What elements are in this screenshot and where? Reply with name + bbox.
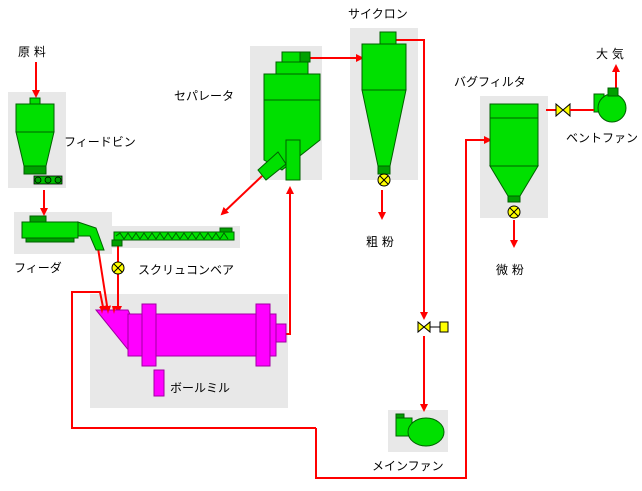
label-feeder: フィーダ	[14, 260, 62, 275]
bag-filter	[489, 103, 539, 203]
valves	[111, 102, 594, 334]
label-main-fan: メインファン	[372, 459, 444, 473]
label-feed-bin: フィードビン	[64, 135, 136, 149]
label-vent-fan: ベントファン	[566, 131, 638, 145]
label-cyclone: サイクロン	[348, 7, 408, 21]
label-coarse-powder: 粗 粉	[366, 235, 394, 249]
label-fine-powder: 微 粉	[496, 263, 524, 277]
feed-bin	[15, 97, 63, 185]
ball-mill	[94, 303, 287, 397]
rotary-valve-icon	[377, 173, 391, 187]
label-raw-material: 原 料	[18, 45, 46, 59]
pipe-cyclone-to-fan	[396, 39, 428, 320]
cyclone	[361, 31, 407, 175]
rotary-valve-icon	[111, 261, 125, 275]
butterfly-valve-icon	[555, 102, 594, 118]
feed-bin-rotary-valve	[33, 175, 63, 185]
pipe-fan-to-bag	[315, 136, 492, 479]
vent-fan	[593, 87, 627, 123]
pipe-recirculation	[71, 291, 316, 429]
pipe-separator-reject	[220, 175, 263, 216]
feeder	[21, 215, 105, 251]
rotary-valve-icon	[507, 205, 521, 219]
label-atmosphere: 大 気	[596, 46, 624, 61]
screw-conveyor	[111, 227, 235, 247]
label-bag-filter: バグフィルタ	[454, 75, 526, 89]
damper-valve-icon	[417, 320, 449, 334]
label-screw-conveyor: スクリュコンベア	[138, 263, 234, 277]
label-separator: セパレータ	[174, 89, 234, 103]
separator	[257, 51, 321, 181]
pipes	[32, 39, 620, 479]
main-fan	[395, 413, 445, 447]
label-ball-mill: ボールミル	[170, 381, 230, 395]
labels: 原 料 フィードビン フィーダ スクリュコンベア セパレータ サイクロン 粗 粉…	[14, 7, 638, 473]
pipe-feeder-to-mill	[97, 247, 112, 314]
